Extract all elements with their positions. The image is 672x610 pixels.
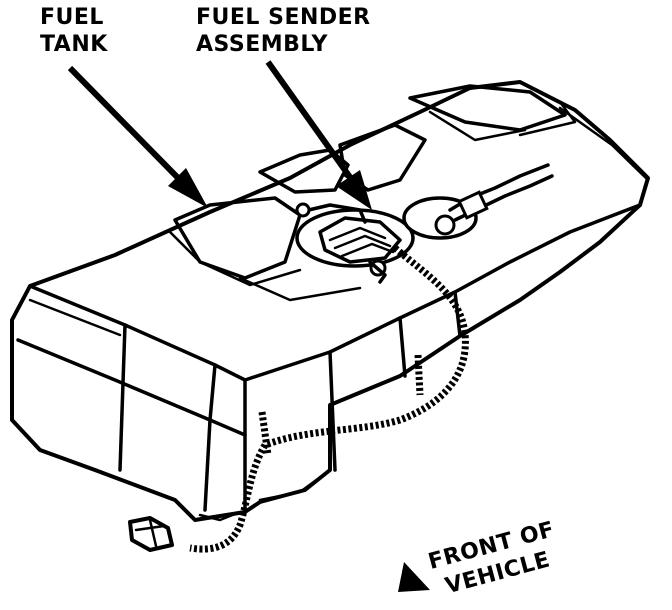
fuel-sender-label-line2: ASSEMBLY (196, 32, 329, 57)
filler-neck (402, 163, 554, 240)
fuel-tank-label-line2: TANK (40, 32, 108, 57)
front-direction-arrow (398, 562, 430, 592)
fuel-tank-label: FUEL TANK (40, 5, 108, 57)
fuel-sender-assembly-label: FUEL SENDER ASSEMBLY (196, 5, 371, 57)
fuel-sender-label-line1: FUEL SENDER (196, 5, 371, 30)
wiring-harness (128, 245, 469, 553)
front-of-vehicle-label: FRONT OF VEHICLE (426, 517, 558, 599)
fuel-tank-arrow (67, 65, 208, 208)
fuel-tank-label-line1: FUEL (40, 5, 104, 30)
fuel-sender-assembly (295, 202, 415, 284)
fuel-sender-arrow (265, 60, 372, 210)
